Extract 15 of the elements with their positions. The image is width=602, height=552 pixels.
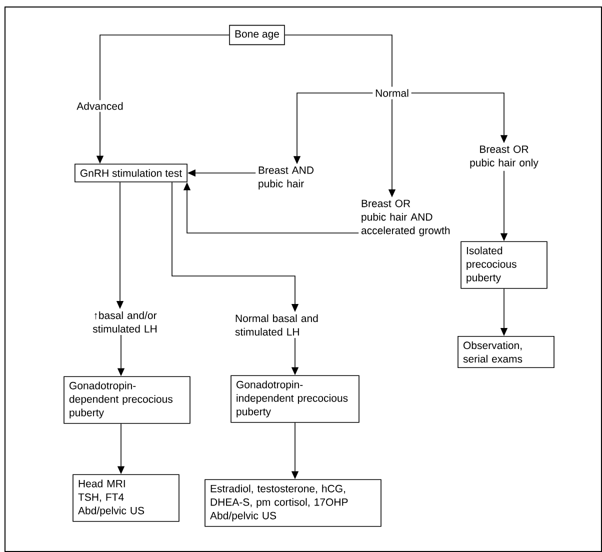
- edge-label: Advanced: [74, 100, 126, 112]
- result-text: ↑basal and/or stimulated LH: [92, 311, 157, 333]
- result-text: Normal basal and stimulated LH: [235, 314, 318, 336]
- process-box: Observation, serial exams: [458, 336, 554, 368]
- condition-text: Breast OR pubic hair AND accelerated growth: [361, 200, 450, 236]
- branch-label: Normal: [376, 89, 408, 97]
- condition-text: Breast OR pubic hair only: [470, 146, 538, 168]
- process-box: Isolated precocious puberty: [460, 241, 548, 289]
- process-box: Gonadotropin-dependent precocious puberty: [64, 376, 190, 424]
- condition-text: Breast AND pubic hair: [258, 166, 314, 190]
- process-box: GnRH stimulation test: [74, 164, 188, 182]
- result-box: Head MRI TSH, FT4 Abd/pelvic US: [72, 474, 180, 522]
- process-box: Bone age: [229, 24, 285, 46]
- result-box: Estradiol, testosterone, hCG, DHEA-S, pm cortisol, 17OHP Abd/pelvic US: [204, 479, 382, 527]
- process-box: Gonadotropin-independent precocious puberty: [230, 375, 360, 423]
